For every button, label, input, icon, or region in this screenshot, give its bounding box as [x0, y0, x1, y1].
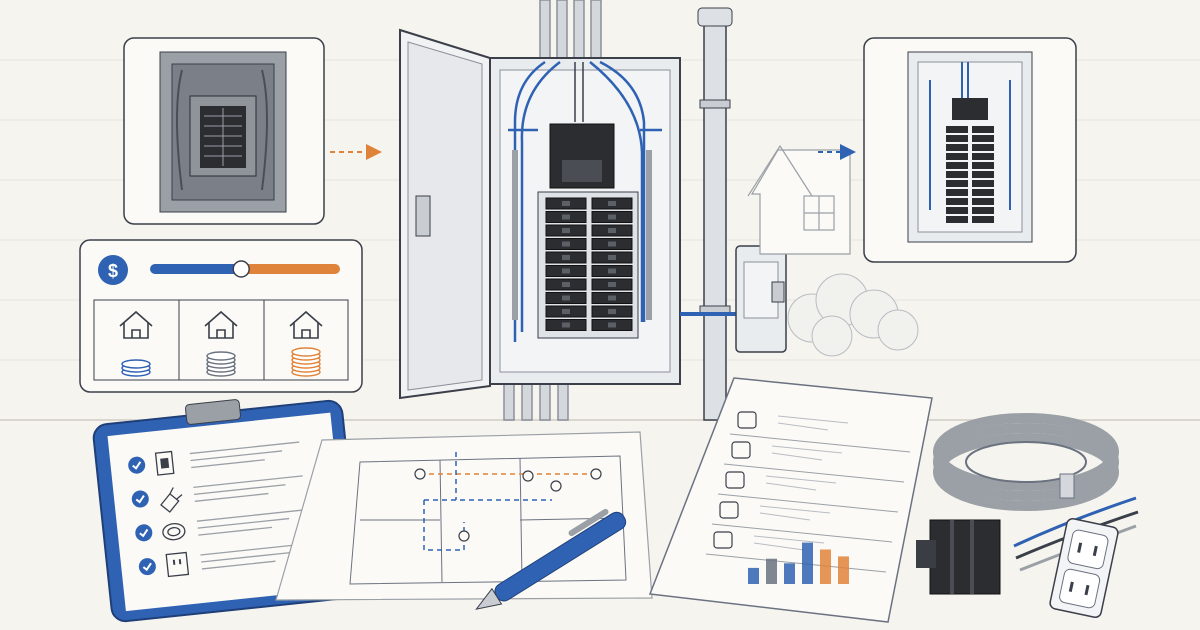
door-latch — [415, 195, 431, 237]
pen-icon — [475, 508, 627, 610]
conduit-icon — [725, 471, 745, 489]
house-icon — [204, 310, 238, 339]
clipboard-clip — [184, 399, 242, 425]
disconnect-box — [735, 245, 787, 353]
breaker — [946, 153, 968, 160]
wire-coil-icon — [731, 441, 751, 459]
cost-slider-high — [241, 264, 340, 274]
breaker — [946, 180, 968, 187]
breaker — [946, 135, 968, 142]
house-icon — [289, 310, 323, 339]
estimate-bar — [766, 558, 777, 584]
house-icon — [119, 310, 153, 339]
estimate-row — [723, 441, 905, 483]
estimate-row — [705, 531, 887, 573]
breaker — [972, 180, 994, 187]
cost-slider-low — [150, 264, 242, 274]
new-panel-card — [863, 37, 1077, 263]
estimate-bar — [784, 563, 795, 584]
breaker — [946, 126, 968, 133]
breaker — [946, 144, 968, 151]
coin — [291, 347, 321, 357]
check-icon — [135, 524, 153, 542]
check-icon — [138, 558, 156, 576]
cost-tier-high — [289, 310, 323, 377]
cost-slider-thumb[interactable] — [232, 260, 250, 278]
wire-coil-icon — [933, 413, 1119, 511]
estimate-row — [711, 501, 893, 543]
estimate-bar — [838, 556, 849, 584]
breaker — [972, 189, 994, 196]
dollar-icon: $ — [98, 255, 128, 285]
check-icon — [131, 490, 149, 508]
breaker-stack-icon — [916, 519, 1001, 595]
old-panel-card — [123, 37, 325, 225]
coin — [121, 359, 151, 369]
screwdriver-icon — [713, 531, 733, 549]
estimate-bar — [748, 567, 759, 584]
breaker — [946, 216, 968, 223]
breaker — [946, 162, 968, 169]
checklist-item — [128, 441, 300, 476]
breaker — [946, 207, 968, 214]
coin — [206, 351, 236, 361]
breaker-icon — [154, 450, 175, 476]
checklist-item — [131, 475, 303, 513]
breaker — [946, 198, 968, 205]
outlet-icon — [165, 551, 190, 578]
cost-tier-low — [119, 310, 153, 377]
breaker — [946, 189, 968, 196]
checklist-item — [138, 542, 310, 578]
estimate-row — [729, 411, 911, 453]
breaker-icon — [737, 411, 757, 429]
breaker — [972, 207, 994, 214]
breaker — [972, 135, 994, 142]
service-mast — [680, 7, 740, 421]
breaker — [972, 171, 994, 178]
house-sketch — [747, 144, 851, 255]
estimate-bar — [820, 549, 831, 584]
estimate-row — [717, 471, 899, 513]
new-panel — [399, 0, 681, 421]
svg-text:$: $ — [108, 261, 118, 281]
estimate-bar — [802, 542, 813, 584]
breaker — [972, 153, 994, 160]
breaker — [946, 171, 968, 178]
cost-card: $ — [79, 239, 363, 393]
estimate-sheet — [648, 377, 933, 623]
shrub-sketch — [787, 273, 919, 357]
breaker — [972, 198, 994, 205]
plug-icon — [160, 487, 183, 513]
breaker — [972, 144, 994, 151]
cost-tier-medium — [204, 310, 238, 377]
breaker — [972, 126, 994, 133]
outlet-icon — [1049, 517, 1119, 619]
checklist-item — [135, 509, 307, 542]
breaker — [972, 216, 994, 223]
breaker — [972, 162, 994, 169]
outlet-icon — [719, 501, 739, 519]
check-icon — [128, 456, 146, 474]
wire-coil-icon — [162, 522, 186, 541]
